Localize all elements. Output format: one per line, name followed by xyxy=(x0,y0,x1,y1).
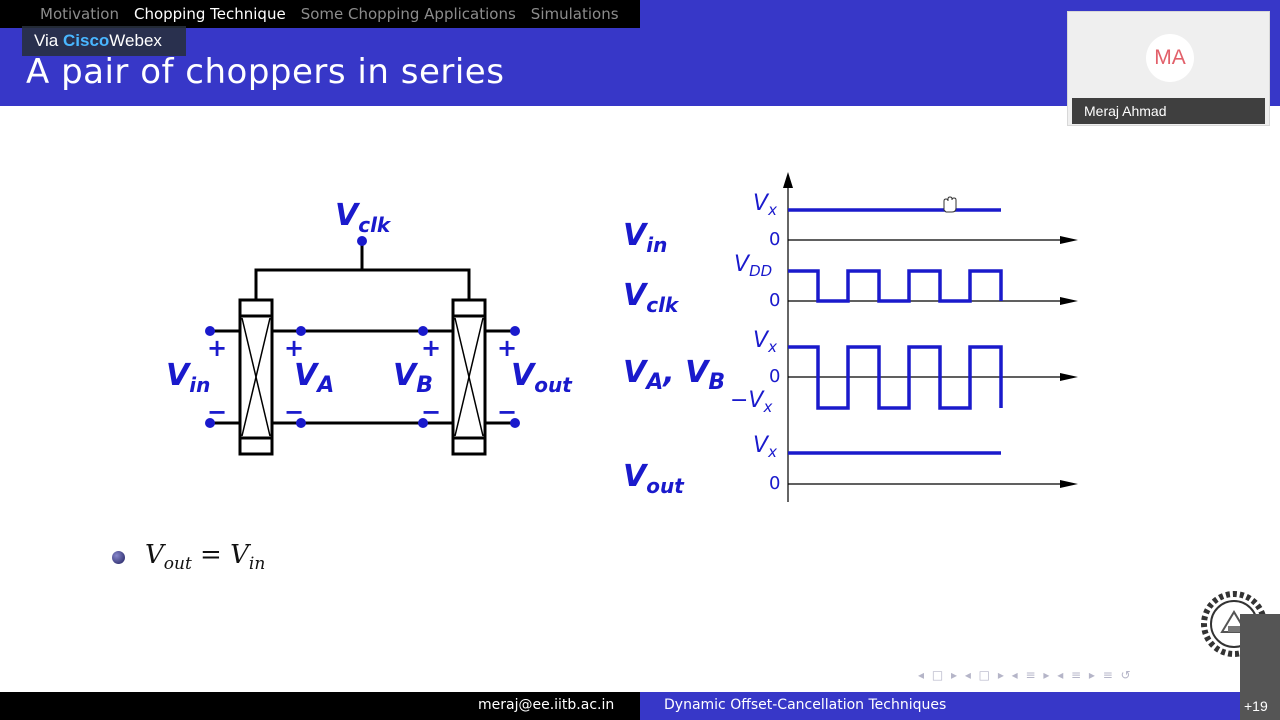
terminal xyxy=(510,326,520,336)
row-label-vin: Vin xyxy=(623,218,667,257)
terminal xyxy=(205,418,215,428)
plus-sign: + xyxy=(497,334,517,362)
level-neg-vx: −Vx xyxy=(730,388,772,416)
participants-overflow[interactable]: +19 xyxy=(1240,614,1280,720)
clk-terminal xyxy=(357,236,367,246)
nav-item-simulations[interactable]: Simulations xyxy=(530,5,619,23)
terminal xyxy=(418,326,428,336)
level-zero: 0 xyxy=(769,229,780,250)
label-vout: Vout xyxy=(511,358,573,397)
chopper-b-cross xyxy=(454,317,484,437)
vclk-waveform xyxy=(788,269,1003,303)
axis-arrow-right xyxy=(1060,236,1078,244)
label-vin: Vin xyxy=(166,358,210,397)
avatar: MA xyxy=(1146,34,1194,82)
nav-item-motivation[interactable]: Motivation xyxy=(40,5,119,23)
terminal xyxy=(510,418,520,428)
webex-badge: Via CiscoWebex xyxy=(22,26,186,56)
plus-sign: + xyxy=(421,334,441,362)
overflow-count: +19 xyxy=(1244,698,1268,714)
bullet-icon xyxy=(112,550,125,564)
level-zero: 0 xyxy=(769,290,780,311)
level-vx: Vx xyxy=(753,328,777,356)
section-nav-bar: Motivation Chopping Technique Some Chopp… xyxy=(0,0,640,28)
footer-title-band xyxy=(640,692,1240,720)
label-vclk: Vclk xyxy=(335,198,392,237)
row-label-vclk: Vclk xyxy=(623,278,680,317)
level-zero: 0 xyxy=(769,473,780,494)
level-vdd: VDD xyxy=(734,252,772,280)
chopper-a-cross xyxy=(241,317,271,437)
webex-prefix: Via xyxy=(34,31,63,50)
row-label-va-vb: VA, VB xyxy=(623,355,725,395)
webex-brand-cisco: Cisco xyxy=(63,31,110,50)
bullet-equation: Vout = Vin xyxy=(145,540,266,575)
label-vb: VB xyxy=(393,358,433,398)
title-band xyxy=(0,28,1280,106)
minus-sign: − xyxy=(421,398,441,426)
hand-cursor-icon xyxy=(943,196,957,213)
level-zero: 0 xyxy=(769,366,780,387)
label-va: VA xyxy=(294,358,334,398)
axis-arrow-right xyxy=(1060,480,1078,488)
terminal xyxy=(296,326,306,336)
plus-sign: + xyxy=(284,334,304,362)
level-vx: Vx xyxy=(753,191,777,219)
row-label-vout: Vout xyxy=(623,459,685,498)
participant-video-tile[interactable]: MA Meraj Ahmad xyxy=(1067,11,1270,126)
footer-title: Dynamic Offset-Cancellation Techniques xyxy=(664,697,947,713)
beamer-nav-controls[interactable]: ◂ □ ▸ ◂ □ ▸ ◂ ≡ ▸ ◂ ≡ ▸ ≡ ↺ xyxy=(918,668,1133,682)
terminal xyxy=(205,326,215,336)
nav-item-chopping-technique[interactable]: Chopping Technique xyxy=(133,5,286,23)
bullet-item: Vout = Vin xyxy=(112,540,265,574)
axis-arrow-right xyxy=(1060,373,1078,381)
chopper-b-box xyxy=(451,298,487,456)
webex-brand-webex: Webex xyxy=(109,31,162,50)
slide-title: A pair of choppers in series xyxy=(26,52,505,92)
terminal xyxy=(418,418,428,428)
chopper-a-box xyxy=(238,298,274,456)
terminal xyxy=(296,418,306,428)
vab-waveform xyxy=(788,345,1003,410)
axis-arrow-up xyxy=(783,172,793,188)
plus-sign: + xyxy=(207,334,227,362)
clk-bus xyxy=(254,268,471,300)
footer-email: meraj@ee.iitb.ac.in xyxy=(478,697,615,713)
participant-name: Meraj Ahmad xyxy=(1072,98,1265,124)
level-vx: Vx xyxy=(753,433,777,461)
axis-arrow-right xyxy=(1060,297,1078,305)
nav-item-chopping-applications[interactable]: Some Chopping Applications xyxy=(300,5,516,23)
